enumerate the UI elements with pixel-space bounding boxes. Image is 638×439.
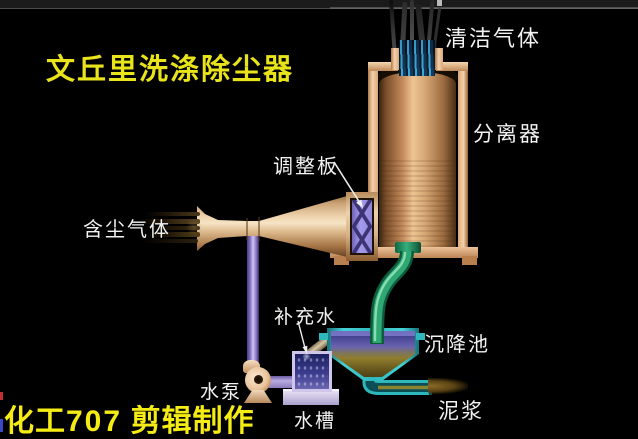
throat-seam xyxy=(258,217,260,241)
label-separator: 分离器 xyxy=(473,122,542,146)
adjust-plate-arrowhead xyxy=(356,199,363,208)
dust-streak xyxy=(142,226,200,230)
separator-inner-cylinder xyxy=(379,72,456,249)
dust-streak xyxy=(146,212,200,216)
page-title: 文丘里洗涤除尘器 xyxy=(46,54,295,86)
slurry-spray xyxy=(428,378,468,394)
dusty-gas-plume xyxy=(138,206,202,250)
window-top-tick xyxy=(437,0,442,6)
credit-prefix: 化工 xyxy=(4,405,66,438)
label-water-pump: 水泵 xyxy=(200,382,243,403)
separator-wall-left xyxy=(368,62,378,254)
separator-wall-right xyxy=(458,62,468,254)
drain-pipe-highlight xyxy=(373,251,407,342)
makeup-water-arrowhead xyxy=(302,345,308,354)
basin-flange-right xyxy=(416,333,425,340)
drain-pipe-collar xyxy=(395,242,421,253)
adjustment-plate xyxy=(352,200,372,253)
pump-hub xyxy=(254,375,263,384)
dust-streak xyxy=(138,219,200,224)
credit-number: 707 xyxy=(66,405,123,438)
label-clean-gas: 清洁气体 xyxy=(445,26,542,51)
makeup-water-splash xyxy=(302,353,311,360)
drain-pipe-body xyxy=(372,250,412,344)
label-dusty-gas: 含尘气体 xyxy=(83,219,171,241)
basin-flange-left xyxy=(319,333,328,340)
separator-foot-left xyxy=(334,256,349,265)
edge-artifact-blue xyxy=(0,419,3,432)
pump-base xyxy=(244,390,272,403)
clean-gas-plume xyxy=(383,0,447,62)
label-water-tank: 水槽 xyxy=(294,411,337,432)
outlet-neck-wall-left xyxy=(391,48,399,70)
water-feed-pipe xyxy=(247,235,259,368)
separator-wall-top-left xyxy=(368,62,398,71)
cylinder-texture xyxy=(379,160,456,249)
makeup-water-arrow-line xyxy=(297,320,306,349)
smoke-streak xyxy=(410,0,414,60)
outlet-neck-wall-right xyxy=(435,48,443,70)
water-tank-body xyxy=(292,351,332,392)
window-strip-highlight xyxy=(330,7,638,9)
separator-foot-right xyxy=(462,256,477,265)
tank-water-speckles xyxy=(296,356,328,389)
label-settling-tank: 沉降池 xyxy=(424,334,490,356)
throat-seam xyxy=(246,218,248,240)
window-top-strip xyxy=(0,0,638,9)
label-slurry: 泥浆 xyxy=(438,399,484,423)
edge-artifact-red xyxy=(0,392,3,400)
dust-streak xyxy=(140,239,198,243)
label-adjustment-plate: 调整板 xyxy=(273,156,339,178)
credit-line: 化工707 剪辑制作 xyxy=(4,396,255,439)
dust-streak xyxy=(148,232,200,237)
adjust-plate-arrow-line xyxy=(333,161,361,204)
separator-wall-top-right xyxy=(436,62,468,71)
label-makeup-water: 补充水 xyxy=(274,307,338,328)
outlet-neck-gas xyxy=(399,40,435,76)
credit-suffix: 剪辑制作 xyxy=(122,405,255,438)
dust-wisp xyxy=(186,218,202,236)
